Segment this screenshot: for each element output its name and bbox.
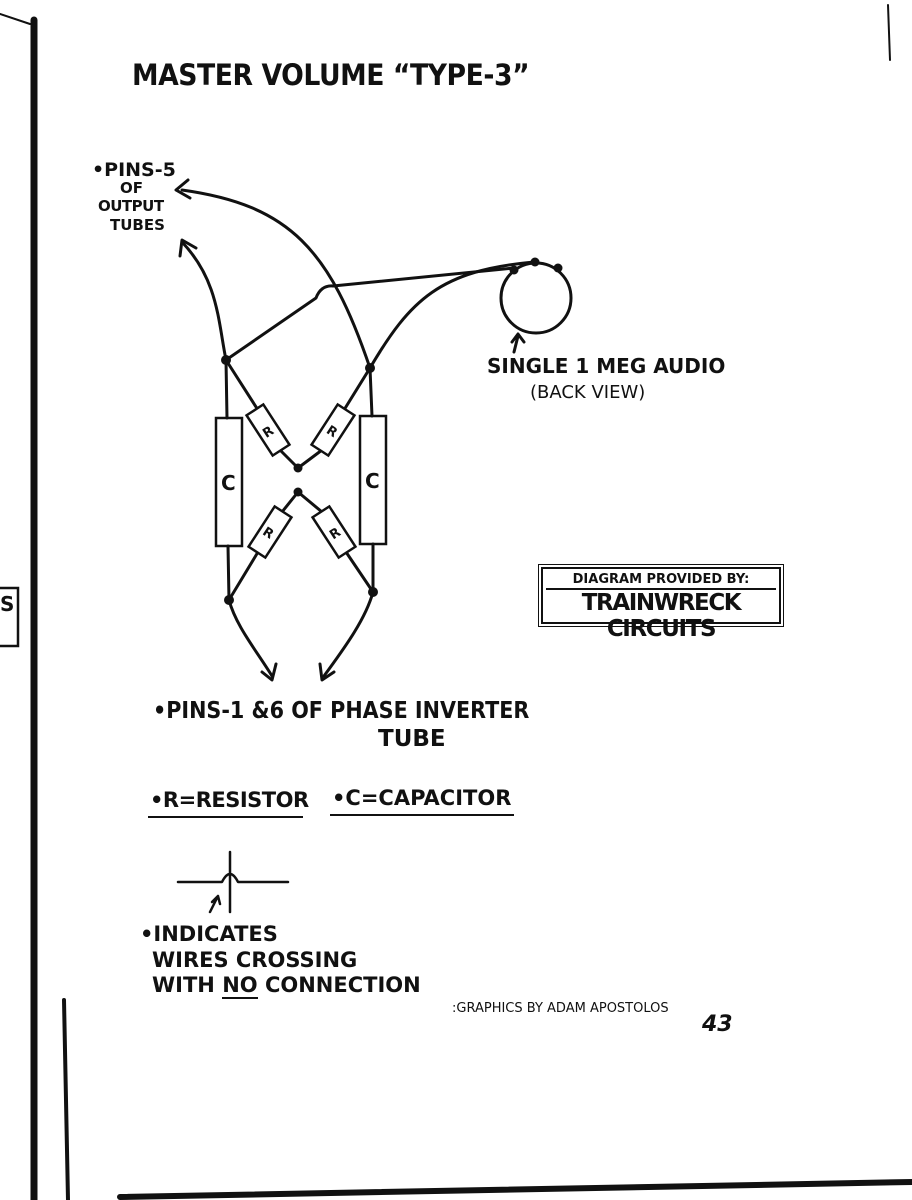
legend-resistor: •R=RESISTOR xyxy=(150,788,309,812)
pins5-line4: TUBES xyxy=(110,216,165,234)
wire-right-top-to-cap xyxy=(368,366,374,418)
pins16-label: •PINS-1 &6 OF PHASE INVERTER xyxy=(153,698,530,724)
legend-capacitor-underline xyxy=(330,814,514,816)
page-number: 43 xyxy=(702,1012,733,1037)
crossing-note-line2: WIRES CROSSING xyxy=(152,948,358,972)
arrow-upper-output xyxy=(174,178,192,200)
wire-top-right-resistor xyxy=(296,366,372,470)
crossing-note-connection: CONNECTION xyxy=(257,973,421,997)
resistor-lower-right xyxy=(310,504,358,560)
crossing-note-line1: •INDICATES xyxy=(140,922,278,946)
credit-main-text: TRAINWRECK CIRCUITS xyxy=(546,588,776,642)
pins16-label-line2: TUBE xyxy=(378,726,446,752)
wire-left-node-to-output-tube xyxy=(180,240,228,362)
crossing-note-with: WITH xyxy=(152,973,223,997)
credit-top-text: DIAGRAM PROVIDED BY: xyxy=(572,572,750,587)
capacitor-left-label: C xyxy=(221,471,236,495)
crossing-note-line3: WITH NO CONNECTION xyxy=(152,973,421,999)
pot-lug-2 xyxy=(530,257,540,267)
capacitor-right-label: C xyxy=(365,469,380,493)
crossing-symbol xyxy=(176,850,290,914)
arrow-left-inverter xyxy=(260,662,278,682)
wire-left-node-to-pot xyxy=(224,266,516,362)
wire-right-bottom-to-inverter xyxy=(322,590,375,678)
crossing-note-no: NO xyxy=(222,973,258,999)
arrow-lower-output xyxy=(178,238,198,258)
pot-lug-1 xyxy=(509,265,519,275)
wire-right-node-to-pot xyxy=(368,260,537,370)
pot-arrow xyxy=(510,332,526,354)
wire-left-bottom-to-inverter xyxy=(227,598,274,678)
page-title: MASTER VOLUME “TYPE-3” xyxy=(132,58,530,92)
resistor-upper-left xyxy=(244,402,292,458)
arrow-right-inverter xyxy=(318,662,336,682)
node-left-bottom xyxy=(224,595,234,605)
wire-right-node-to-output-tube xyxy=(180,188,372,370)
pot-label: SINGLE 1 MEG AUDIO xyxy=(487,354,726,378)
wire-bottom-right-resistor xyxy=(296,490,375,594)
pot-lug-3 xyxy=(553,263,563,273)
node-center-bottom xyxy=(293,487,303,497)
pins5-label: •PINS-5 OF OUTPUT TUBES xyxy=(92,160,176,234)
pot-sublabel: (BACK VIEW) xyxy=(530,382,646,403)
node-left-top xyxy=(221,355,231,365)
capacitor-right xyxy=(358,414,388,546)
pins5-line1: •PINS-5 xyxy=(92,159,176,181)
node-center-top xyxy=(293,463,303,473)
wire-left-top-to-cap xyxy=(224,358,229,420)
graphics-credit: :GRAPHICS BY ADAM APOSTOLOS xyxy=(452,1001,669,1016)
page-edges xyxy=(0,4,912,1200)
legend-resistor-underline xyxy=(148,816,303,818)
wire-left-cap-to-bottom xyxy=(226,544,231,602)
edge-mark: S xyxy=(0,592,15,616)
credit-box: DIAGRAM PROVIDED BY: TRAINWRECK CIRCUITS xyxy=(538,564,784,642)
pins5-line3: OUTPUT xyxy=(98,197,164,215)
legend-capacitor: •C=CAPACITOR xyxy=(332,786,512,810)
resistor-lower-left xyxy=(246,504,294,560)
node-right-top xyxy=(365,363,375,373)
pins5-line2: OF xyxy=(120,179,143,197)
resistor-upper-right xyxy=(309,402,357,458)
node-right-bottom xyxy=(368,587,378,597)
